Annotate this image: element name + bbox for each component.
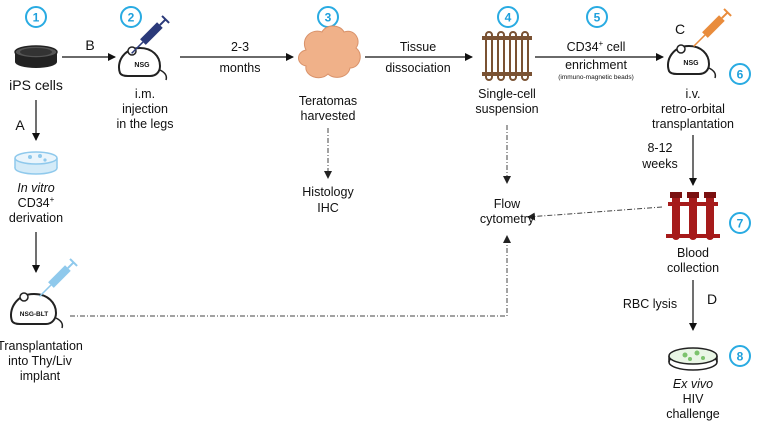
dissociation-label: dissociation: [385, 61, 450, 75]
flow-label: Flow: [494, 197, 521, 211]
ips-label: iPS cells: [9, 77, 63, 93]
svg-text:4: 4: [505, 11, 512, 25]
enrichment-label: enrichment: [565, 58, 627, 72]
thy-transplantation-label: Transplantation: [0, 339, 83, 353]
months-value: 2-3: [231, 40, 249, 54]
arrow-blood-to-flow: [527, 206, 663, 221]
mouse-syringe-orange-icon: NSG: [667, 8, 732, 79]
mouse-blt-syringe-icon: NSG-BLT: [10, 258, 78, 329]
im-label: i.m.: [135, 87, 155, 101]
teratomas-label: Teratomas: [299, 94, 357, 108]
letter-a: A: [15, 117, 25, 133]
histology-label: Histology: [302, 185, 354, 199]
svg-text:NSG: NSG: [134, 62, 150, 69]
thy-liv-label: into Thy/Liv: [8, 354, 72, 368]
harvested-label: harvested: [301, 109, 356, 123]
implant-label: implant: [20, 369, 61, 383]
badge-3: 3: [317, 6, 339, 28]
badge-7: 7: [729, 212, 751, 234]
blood-label: Blood: [677, 246, 709, 260]
svg-text:8: 8: [737, 350, 744, 364]
collection-label: collection: [667, 261, 719, 275]
ex-vivo-dish-icon: [668, 347, 718, 371]
badge-8: 8: [729, 345, 751, 367]
svg-text:3: 3: [325, 11, 332, 25]
badge-2: 2: [120, 6, 142, 28]
hiv-label: HIV: [683, 392, 705, 406]
svg-text:2: 2: [128, 11, 135, 25]
letter-c: C: [675, 21, 685, 37]
single-cell-label: Single-cell: [478, 87, 536, 101]
iv-label: i.v.: [685, 87, 700, 101]
ihc-label: IHC: [317, 201, 339, 215]
suspension-label: suspension: [475, 102, 538, 116]
ex-vivo-label: Ex vivo: [673, 377, 713, 391]
badge-5: 5: [586, 6, 608, 28]
in-vitro-dish-icon: [14, 151, 58, 175]
petri-dish-icon: [14, 45, 58, 68]
in-vitro-label: In vitro: [17, 181, 55, 195]
svg-text:1: 1: [33, 11, 40, 25]
invitro-cd34-label: CD34+: [18, 195, 55, 210]
cytometry-label: cytometry: [480, 212, 535, 226]
tissue-label: Tissue: [400, 40, 436, 54]
letter-d: D: [707, 291, 717, 307]
badge-4: 4: [497, 6, 519, 28]
svg-text:7: 7: [737, 217, 744, 231]
svg-text:NSG: NSG: [683, 60, 699, 67]
letter-b: B: [85, 37, 94, 53]
blood-tubes-icon: [666, 192, 720, 240]
challenge-label: challenge: [666, 407, 720, 421]
retro-orbital-label: retro-orbital: [661, 102, 725, 116]
svg-text:5: 5: [594, 11, 601, 25]
legs-label: in the legs: [117, 117, 174, 131]
mouse-syringe-icon: NSG: [118, 15, 170, 81]
transplantation-label: transplantation: [652, 117, 734, 131]
arrow-blt-to-flow: [70, 235, 511, 317]
beads-label: (immuno-magnetic beads): [558, 74, 634, 81]
svg-text:6: 6: [737, 68, 744, 82]
tube-rack-icon: [482, 31, 532, 81]
weeks-label: weeks: [641, 157, 677, 171]
badge-1: 1: [25, 6, 47, 28]
rbc-label: RBC lysis: [623, 297, 677, 311]
svg-text:NSG-BLT: NSG-BLT: [20, 311, 48, 318]
teratoma-icon: [298, 25, 361, 79]
cd34-label: CD34+ cell: [567, 39, 626, 54]
injection-label: injection: [122, 102, 168, 116]
derivation-label: derivation: [9, 211, 63, 225]
weeks-value: 8-12: [647, 141, 672, 155]
months-label: months: [220, 61, 261, 75]
badge-6: 6: [729, 63, 751, 85]
